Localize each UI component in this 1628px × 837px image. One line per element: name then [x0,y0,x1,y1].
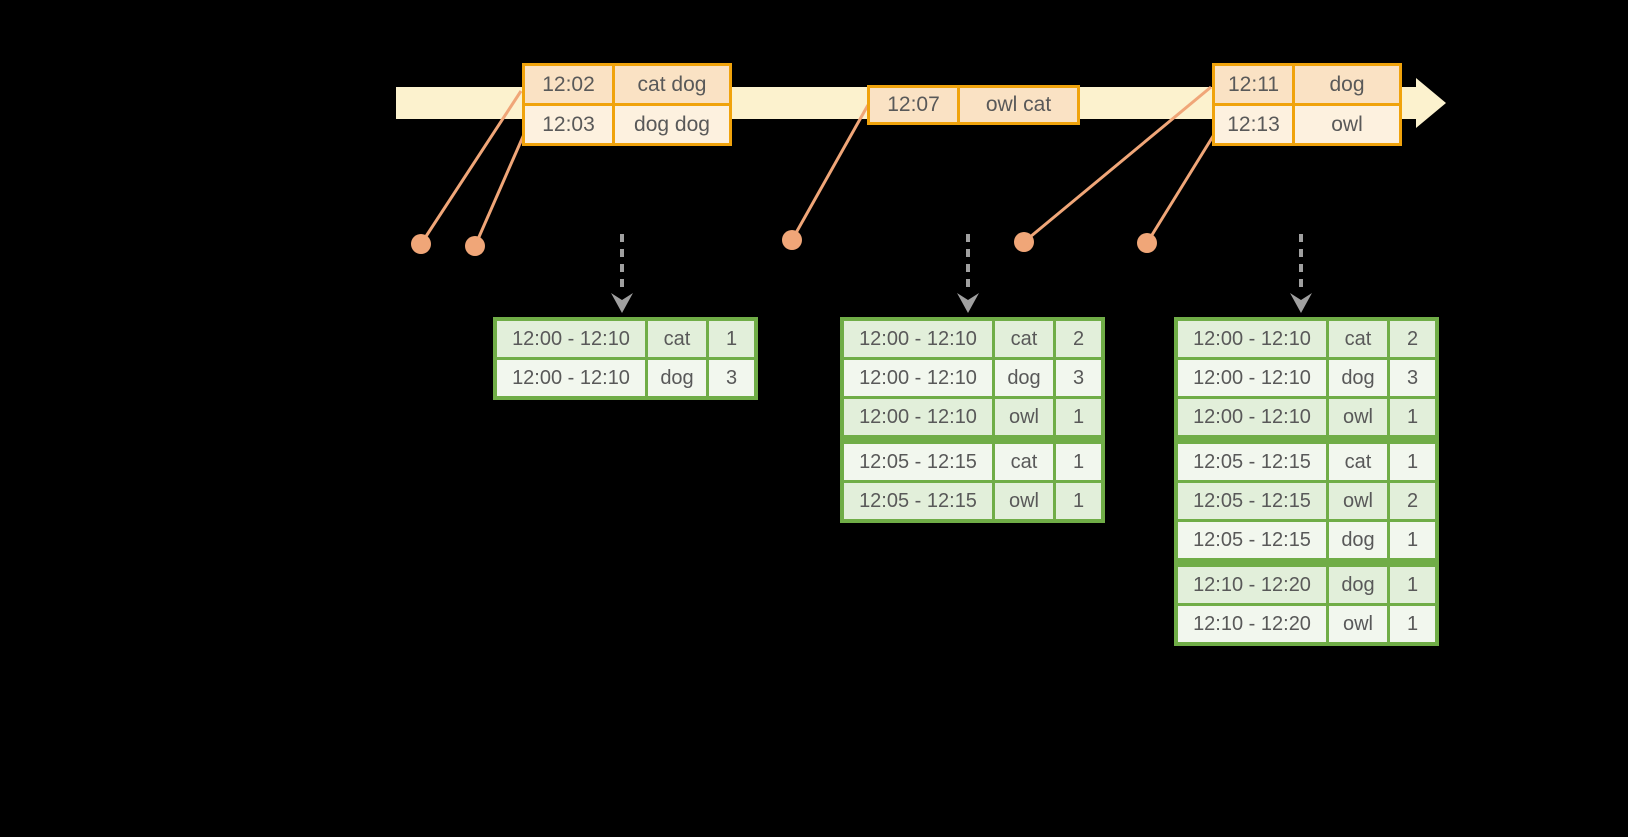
cell-count: 1 [1053,480,1105,523]
event-dot [782,230,802,250]
cell-count: 3 [706,357,758,400]
event-dot [465,236,485,256]
cell-count: 2 [1053,317,1105,360]
cell-count: 2 [1387,317,1439,360]
event-dot [1137,233,1157,253]
cell-words: owl cat [957,85,1080,125]
cell-window: 12:00 - 12:10 [840,317,995,360]
cell-word: dog [1326,519,1390,564]
cell-word: owl [1326,603,1390,646]
cell-word: dog [645,357,709,400]
cell-window: 12:05 - 12:15 [1174,519,1329,564]
cell-word: dog [992,357,1056,399]
cell-word: cat [1326,317,1390,360]
cell-words: dog dog [612,103,732,146]
cell-count: 1 [1387,558,1439,606]
cell-window: 12:10 - 12:20 [1174,603,1329,646]
cell-count: 2 [1387,480,1439,522]
cell-window: 12:00 - 12:10 [493,317,648,360]
cell-count: 1 [1387,435,1439,483]
cell-count: 1 [1387,519,1439,564]
event-dot [1014,232,1034,252]
cell-window: 12:00 - 12:10 [1174,357,1329,399]
cell-window: 12:05 - 12:15 [1174,480,1329,522]
cell-time: 12:02 [522,63,615,106]
cell-word: cat [992,317,1056,360]
cell-words: dog [1292,63,1402,106]
cell-count: 1 [1387,603,1439,646]
cell-count: 1 [1387,396,1439,441]
cell-word: cat [992,435,1056,483]
cell-word: dog [1326,357,1390,399]
cell-count: 1 [706,317,758,360]
cell-window: 12:00 - 12:10 [840,396,995,441]
cell-count: 3 [1053,357,1105,399]
cell-count: 3 [1387,357,1439,399]
trigger-arrow [611,234,633,313]
trigger-arrow [957,234,979,313]
arrow-down-icon [957,293,979,313]
cell-window: 12:00 - 12:10 [840,357,995,399]
cell-window: 12:05 - 12:15 [840,480,995,523]
cell-count: 1 [1053,435,1105,483]
event-connector-line [473,131,527,247]
cell-time: 12:11 [1212,63,1295,106]
cell-word: owl [992,480,1056,523]
timeline-arrowhead-icon [1416,78,1446,128]
cell-word: owl [1326,396,1390,441]
cell-word: owl [1326,480,1390,522]
cell-time: 12:13 [1212,103,1295,146]
event-dot [411,234,431,254]
cell-window: 12:00 - 12:10 [1174,317,1329,360]
cell-window: 12:00 - 12:10 [493,357,648,400]
cell-window: 12:05 - 12:15 [1174,435,1329,483]
cell-time: 12:03 [522,103,615,146]
cell-word: owl [992,396,1056,441]
event-connector-line [790,104,870,241]
event-connector-line [1145,132,1217,244]
cell-word: cat [1326,435,1390,483]
trigger-arrow [1290,234,1312,313]
arrow-down-icon [1290,293,1312,313]
cell-window: 12:00 - 12:10 [1174,396,1329,441]
arrow-down-icon [611,293,633,313]
cell-words: owl [1292,103,1402,146]
cell-count: 1 [1053,396,1105,441]
cell-word: dog [1326,558,1390,606]
cell-words: cat dog [612,63,732,106]
cell-word: cat [645,317,709,360]
cell-window: 12:05 - 12:15 [840,435,995,483]
cell-window: 12:10 - 12:20 [1174,558,1329,606]
cell-time: 12:07 [867,85,960,125]
